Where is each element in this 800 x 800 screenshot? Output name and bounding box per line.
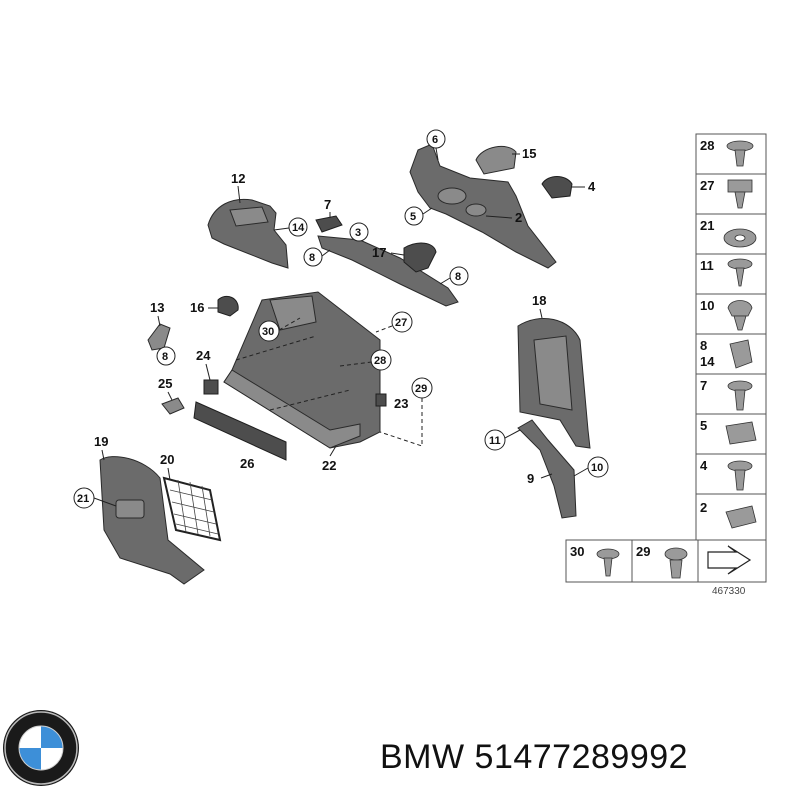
part-24	[203, 379, 219, 395]
fastener-30-icon	[596, 548, 620, 577]
part-26	[193, 401, 287, 461]
callout-27: 27	[395, 317, 407, 329]
callout-12: 12	[231, 171, 245, 186]
legend-10: 10	[700, 298, 714, 313]
fastener-5-icon	[725, 421, 757, 445]
part-12	[207, 198, 289, 269]
arrow-icon	[707, 545, 752, 575]
callout-1: 2	[515, 210, 522, 225]
fastener-27-icon	[727, 179, 753, 209]
callout-26: 26	[240, 456, 254, 471]
callout-24: 24	[196, 348, 211, 363]
legend-27: 27	[700, 178, 714, 193]
callout-21: 21	[77, 493, 89, 505]
part-3	[541, 176, 573, 199]
callout-5: 6	[432, 134, 438, 146]
legend-8: 8	[700, 338, 707, 353]
callout-3: 4	[588, 179, 596, 194]
fastener-7-icon	[727, 380, 753, 411]
callout-30: 30	[262, 326, 274, 338]
callout-22: 22	[322, 458, 336, 473]
callout-10: 10	[591, 462, 603, 474]
part-13	[147, 323, 171, 351]
fastener-2-icon	[725, 505, 757, 529]
legend-21: 21	[700, 218, 714, 233]
fastener-21-icon	[723, 228, 757, 248]
fastener-29-icon	[664, 547, 688, 579]
brand-part-number: BMW 51477289992	[380, 738, 688, 777]
brand-name: BMW	[380, 738, 465, 776]
legend-11: 11	[700, 258, 714, 273]
part-17	[403, 242, 437, 273]
fastener-4-icon	[727, 460, 753, 491]
legend-7: 7	[700, 378, 707, 393]
part-1	[409, 143, 557, 269]
fastener-28-icon	[726, 140, 754, 167]
part-2	[317, 235, 459, 307]
part-16	[217, 295, 239, 317]
bmw-logo	[3, 710, 79, 786]
part-19	[99, 456, 205, 585]
fastener-legend: 28 27 21 11 10 8 14 7 5 4 2 30 29 467330	[565, 133, 767, 597]
callout-14-circle: 14	[292, 222, 305, 234]
callout-15: 15	[522, 146, 536, 161]
part-6	[315, 215, 343, 233]
legend-30: 30	[570, 544, 584, 559]
legend-2: 2	[700, 500, 707, 515]
fastener-8-icon	[729, 339, 753, 369]
callout-6: 7	[324, 197, 331, 212]
part-number: 51477289992	[474, 738, 689, 776]
callout-16: 16	[190, 300, 204, 315]
callout-29: 29	[415, 383, 427, 395]
callout-18: 18	[532, 293, 546, 308]
callout-8-lower: 8	[162, 351, 168, 363]
legend-14: 14	[700, 354, 715, 369]
fastener-11-icon	[727, 258, 753, 287]
callout-4: 5	[410, 211, 416, 223]
part-9	[517, 419, 577, 519]
legend-29: 29	[636, 544, 650, 559]
callout-11: 11	[489, 435, 501, 447]
part-18	[517, 318, 591, 449]
diagram-id: 467330	[712, 586, 746, 597]
callout-13: 13	[150, 300, 164, 315]
callout-7: 8	[309, 252, 315, 264]
legend-28: 28	[700, 138, 714, 153]
part-15	[475, 145, 517, 175]
part-20	[162, 476, 222, 542]
fastener-10-icon	[727, 300, 753, 331]
callout-28: 28	[374, 355, 386, 367]
callout-2: 3	[355, 227, 361, 239]
callout-20: 20	[160, 452, 174, 467]
legend-4: 4	[700, 458, 708, 473]
callout-25: 25	[158, 376, 172, 391]
callout-23: 23	[394, 396, 408, 411]
part-23	[375, 393, 387, 407]
callout-8-upper: 8	[455, 271, 461, 283]
callout-9: 9	[527, 471, 534, 486]
part-25	[161, 397, 185, 415]
callout-17: 17	[372, 245, 386, 260]
legend-5: 5	[700, 418, 707, 433]
callout-19: 19	[94, 434, 108, 449]
